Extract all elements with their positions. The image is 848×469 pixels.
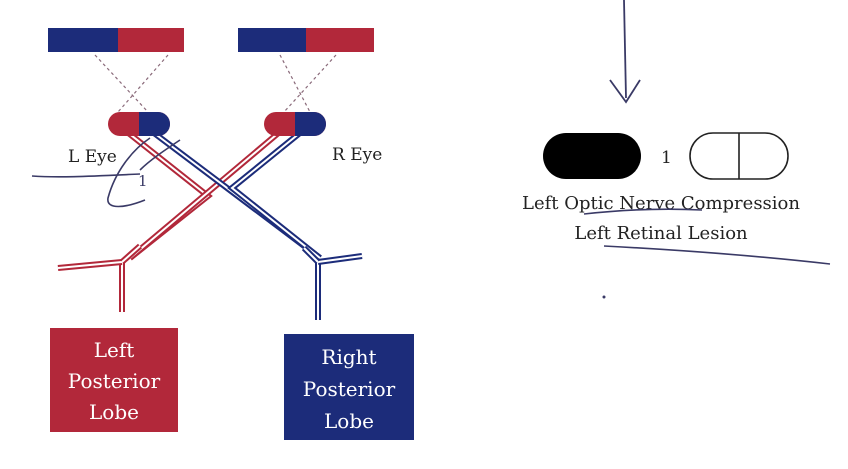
left-lobe-line3: Lobe [89, 400, 139, 424]
result-caption-line2: Left Retinal Lesion [574, 223, 748, 244]
left-optic-radiation-fork [57, 243, 142, 312]
left-projection-lines [94, 54, 169, 113]
left-lobe-line1: Left [94, 338, 135, 362]
left-eye-icon [108, 112, 170, 136]
left-visual-field-bar [48, 28, 184, 52]
lesion-marker-number: 1 [138, 172, 148, 190]
right-eye-temporal-pathway [227, 125, 322, 261]
right-posterior-lobe: Right Posterior Lobe [284, 334, 414, 440]
handwritten-underlines [583, 208, 831, 265]
result-caption-line1: Left Optic Nerve Compression [522, 193, 800, 214]
right-lobe-line2: Posterior [303, 377, 396, 401]
right-eye-icon [264, 112, 326, 136]
lesion-marker-annotation [31, 137, 181, 208]
down-arrow-icon [609, 0, 641, 104]
right-eye-field-icon [689, 132, 789, 180]
left-eye-temporal-pathway [120, 125, 213, 261]
right-eye-nasal-pathway [128, 127, 284, 261]
right-lobe-line3: Lobe [324, 409, 374, 433]
right-projection-lines [279, 54, 337, 113]
left-posterior-lobe: Left Posterior Lobe [50, 328, 178, 432]
right-visual-field-bar [238, 28, 374, 52]
right-optic-radiation-fork [301, 245, 363, 320]
stray-dot [602, 295, 606, 299]
left-eye-label: L Eye [68, 147, 117, 167]
lesion-number-label: 1 [661, 148, 672, 168]
right-eye-label: R Eye [332, 145, 382, 165]
left-lobe-line2: Posterior [68, 369, 161, 393]
right-lobe-line1: Right [321, 345, 376, 369]
left-eye-field-icon [543, 133, 641, 179]
